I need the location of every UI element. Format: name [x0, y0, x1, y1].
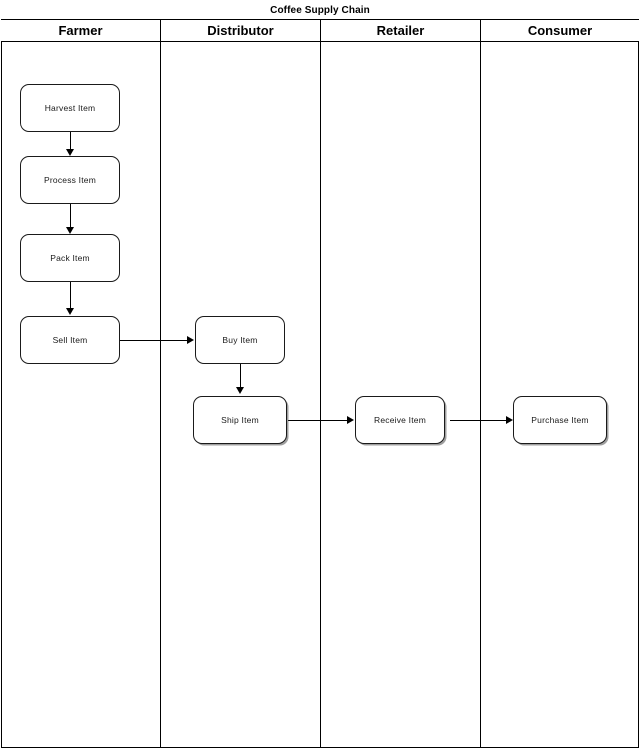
edge-pack-sell-line	[70, 282, 71, 309]
lane-header-band: Farmer Distributor Retailer Consumer	[1, 20, 639, 42]
edge-buy-ship-arrowhead	[236, 387, 244, 394]
edge-process-pack-arrowhead	[66, 227, 74, 234]
node-sell-item[interactable]: Sell Item	[20, 316, 120, 364]
lane-divider-retailer-consumer	[480, 42, 481, 748]
lane-header-consumer: Consumer	[480, 20, 639, 41]
node-pack-item[interactable]: Pack Item	[20, 234, 120, 282]
edge-buy-ship-line	[240, 364, 241, 389]
node-receive-item[interactable]: Receive Item	[355, 396, 445, 444]
edge-sell-buy-line	[120, 340, 188, 341]
node-process-item[interactable]: Process Item	[20, 156, 120, 204]
edge-process-pack-line	[70, 204, 71, 230]
lane-header-retailer: Retailer	[320, 20, 480, 41]
edge-receive-purchase-arrowhead	[506, 416, 513, 424]
edge-receive-purchase-line	[450, 420, 507, 421]
lane-divider-distributor-retailer	[320, 42, 321, 748]
node-ship-item[interactable]: Ship Item	[193, 396, 287, 444]
node-buy-item[interactable]: Buy Item	[195, 316, 285, 364]
edge-ship-receive-arrowhead	[347, 416, 354, 424]
lane-header-farmer: Farmer	[58, 23, 103, 38]
edge-sell-buy-arrowhead	[187, 336, 194, 344]
edge-pack-sell-arrowhead	[66, 308, 74, 315]
edge-ship-receive-line	[288, 420, 348, 421]
node-harvest-item[interactable]: Harvest Item	[20, 84, 120, 132]
edge-harvest-process-arrowhead	[66, 149, 74, 156]
lane-divider-farmer-distributor	[160, 42, 161, 748]
diagram-title: Coffee Supply Chain	[1, 1, 639, 20]
lane-header-distributor: Distributor	[160, 20, 320, 41]
edge-harvest-process-line	[70, 131, 71, 150]
node-purchase-item[interactable]: Purchase Item	[513, 396, 607, 444]
